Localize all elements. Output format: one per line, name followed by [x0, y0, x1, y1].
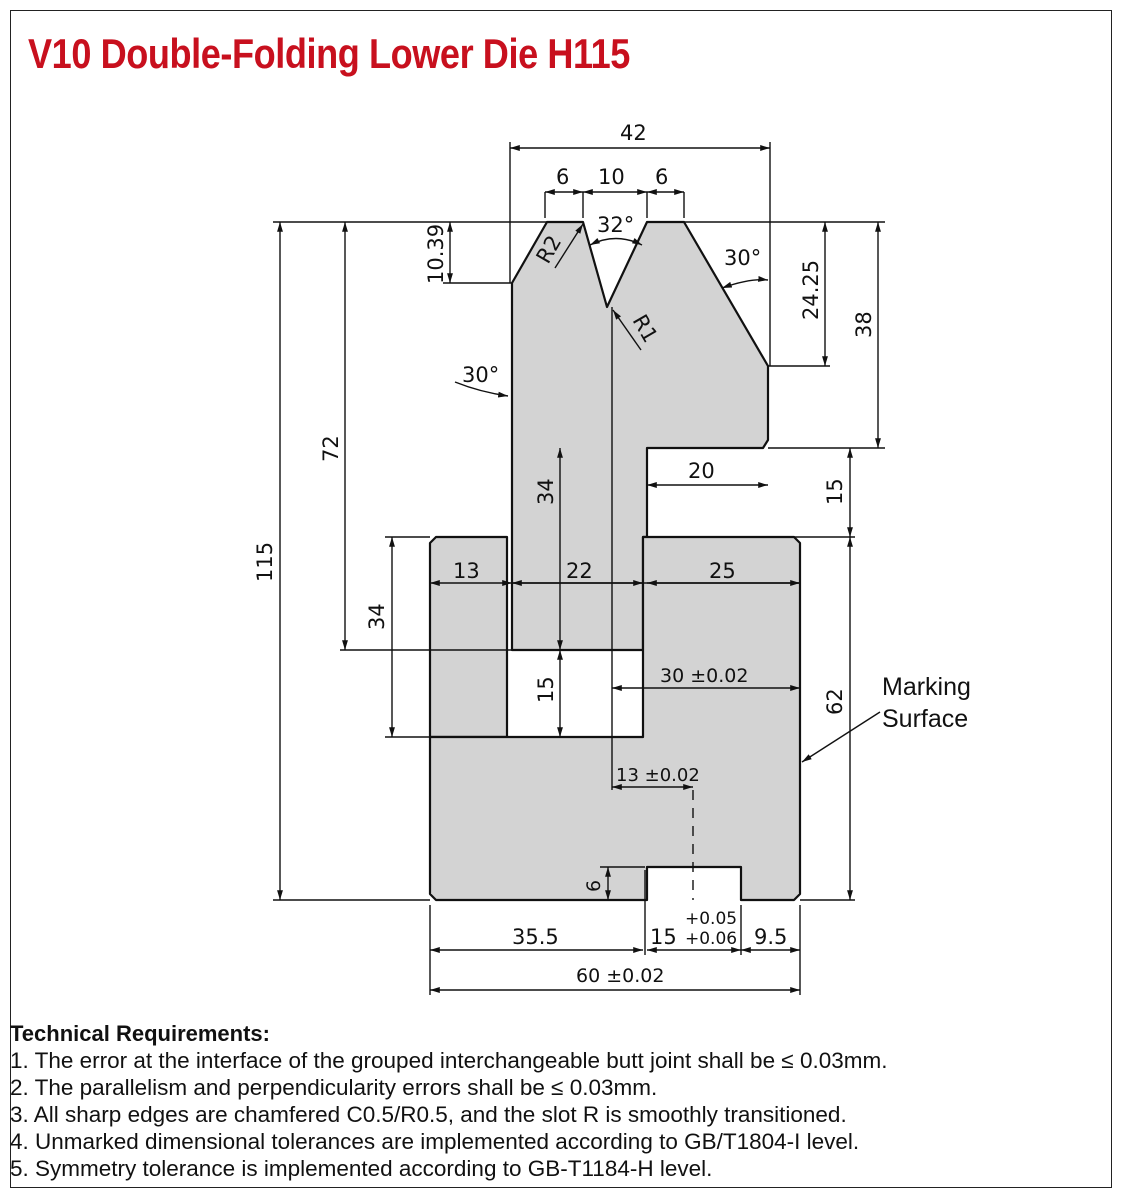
- tol-upper: +0.05: [685, 909, 737, 929]
- dim-62: 62: [823, 688, 847, 715]
- technical-requirements: Technical Requirements: 1. The error at …: [10, 1020, 887, 1182]
- dim-6-right: 6: [655, 165, 668, 189]
- dim-6-left: 6: [556, 165, 569, 189]
- dim-30-tol: 30 ±0.02: [660, 665, 748, 687]
- dim-10-39: 10.39: [424, 224, 448, 284]
- tech-item: 3. All sharp edges are chamfered C0.5/R0…: [10, 1102, 847, 1127]
- dim-115: 115: [253, 542, 277, 582]
- tech-item: 5. Symmetry tolerance is implemented acc…: [10, 1156, 713, 1181]
- die-drawing: 42 6 10 6 32° R2 R1 30° 30° 10.39 24.25 …: [253, 121, 971, 995]
- drawing-title: V10 Double-Folding Lower Die H115: [28, 30, 630, 77]
- tol-lower: +0.06: [685, 929, 737, 949]
- die-profile: [428, 220, 802, 902]
- tech-item: 4. Unmarked dimensional tolerances are i…: [10, 1129, 860, 1154]
- upper-die-section: [510, 220, 770, 652]
- dim-24-25: 24.25: [799, 260, 823, 320]
- lower-right-block: [428, 535, 802, 902]
- dim-13: 13: [453, 559, 480, 583]
- dim-22: 22: [566, 559, 593, 583]
- marking-label-1: Marking: [882, 673, 971, 701]
- dimension-labels: 42 6 10 6 32° R2 R1 30° 30° 10.39 24.25 …: [253, 121, 971, 987]
- dim-9-5: 9.5: [754, 925, 787, 949]
- dim-60-tol: 60 ±0.02: [576, 965, 664, 987]
- dim-10: 10: [598, 165, 625, 189]
- dim-35-5: 35.5: [512, 925, 559, 949]
- tech-heading: Technical Requirements:: [10, 1021, 270, 1046]
- angle-32: 32°: [597, 213, 634, 237]
- dim-15-right: 15: [823, 478, 847, 505]
- angle-30-left: 30°: [462, 363, 499, 387]
- dim-15-window: 15: [534, 676, 558, 703]
- dim-25: 25: [709, 559, 736, 583]
- drawing-frame: [10, 10, 1112, 1188]
- dim-15-slot: 15: [650, 925, 677, 949]
- dim-34-tongue: 34: [534, 478, 558, 505]
- angle-30-right: 30°: [724, 246, 761, 270]
- tech-item: 1. The error at the interface of the gro…: [10, 1048, 888, 1073]
- dim-72: 72: [319, 435, 343, 462]
- dim-38: 38: [852, 311, 876, 338]
- dim-34-left: 34: [365, 603, 389, 630]
- dim-20: 20: [688, 459, 715, 483]
- dimension-lines: [277, 145, 881, 993]
- marking-label-2: Surface: [882, 705, 968, 733]
- dim-13-tol: 13 ±0.02: [616, 765, 700, 786]
- dim-42: 42: [620, 121, 647, 145]
- dim-6-slot: 6: [583, 880, 605, 892]
- tech-item: 2. The parallelism and perpendicularity …: [10, 1075, 658, 1100]
